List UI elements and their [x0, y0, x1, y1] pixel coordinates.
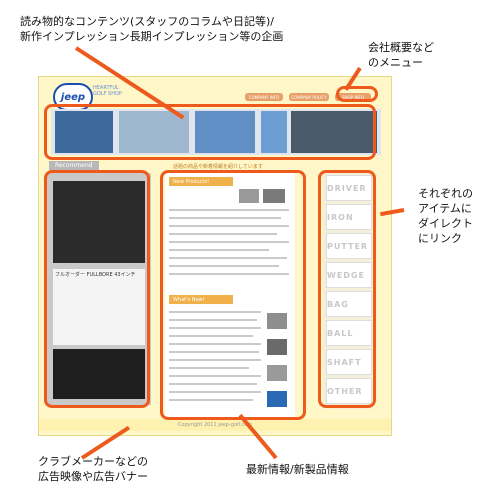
category-label: BAG — [327, 300, 349, 309]
product-thumb[interactable] — [267, 391, 287, 407]
category-label: IRON — [327, 213, 354, 222]
text-line — [169, 351, 259, 353]
text-line — [169, 311, 261, 313]
annotation-top-right: 会社概要など のメニュー — [368, 40, 478, 70]
banner-golfer-2[interactable] — [119, 111, 189, 153]
banner-course[interactable] — [195, 111, 255, 153]
product-thumb[interactable] — [239, 189, 259, 203]
category-label: DRIVER — [327, 184, 367, 193]
category-bag[interactable]: BAG — [326, 291, 372, 317]
banner-golfer-3[interactable] — [291, 111, 377, 153]
product-thumb[interactable] — [267, 339, 287, 355]
left-header: Recommend — [49, 161, 99, 170]
annotation-bottom-left: クラブメーカーなどの 広告映像や広告バナー — [38, 454, 218, 484]
menu-company-policy[interactable]: COMPANY POLICY — [289, 93, 329, 101]
annotation-line: のメニュー — [368, 56, 423, 69]
text-line — [169, 383, 257, 385]
text-line — [169, 343, 261, 345]
callout-menu — [336, 86, 378, 102]
new-products-header: New Products! — [169, 177, 233, 186]
center-header: 話題の商品や新着情報を紹介しています — [173, 164, 263, 170]
text-line — [169, 249, 269, 251]
text-line — [169, 241, 289, 243]
annotation-line: 新作インプレッション長期インプレッション等の企画 — [20, 30, 284, 43]
ad-promo-banner[interactable] — [53, 269, 145, 345]
text-line — [169, 273, 289, 275]
text-line — [169, 217, 281, 219]
ad-club-banner[interactable] — [53, 349, 145, 399]
product-thumb[interactable] — [267, 313, 287, 329]
annotation-top-left: 読み物的なコンテンツ(スタッフのコラムや日記等)/ 新作インプレッション長期イン… — [20, 14, 350, 44]
category-label: BALL — [327, 329, 354, 338]
menu-shop-info[interactable]: SHOP INFO — [335, 93, 371, 101]
banner-flag[interactable] — [261, 111, 287, 153]
annotation-bottom-center: 最新情報/新製品情報 — [246, 463, 349, 476]
category-shaft[interactable]: SHAFT — [326, 349, 372, 375]
category-iron[interactable]: IRON — [326, 204, 372, 230]
annotation-line: 会社概要など — [368, 41, 434, 54]
category-label: PUTTER — [327, 242, 369, 251]
logo-subtitle: HEARTFUL GOLF SHOP — [93, 85, 122, 97]
annotation-line: ダイレクト — [418, 217, 473, 230]
banner-golfer-1[interactable] — [55, 111, 113, 153]
text-line — [169, 327, 261, 329]
annotation-line: にリンク — [418, 232, 462, 245]
copyright-text: Copyright 2011 jeep-golf.com — [177, 422, 253, 428]
news-column: New Products! What's New! — [165, 173, 295, 417]
text-line — [169, 257, 287, 259]
category-driver[interactable]: DRIVER — [326, 175, 372, 201]
annotation-line: アイテムに — [418, 202, 472, 215]
text-line — [169, 391, 261, 393]
banner-row — [51, 109, 381, 155]
callout-banners — [44, 104, 376, 160]
text-line — [169, 399, 253, 401]
category-other[interactable]: OTHER — [326, 378, 372, 404]
category-putter[interactable]: PUTTER — [326, 233, 372, 259]
text-line — [169, 367, 249, 369]
text-line — [169, 359, 261, 361]
product-thumb[interactable] — [263, 189, 285, 203]
text-line — [169, 319, 257, 321]
annotation-line: 読み物的なコンテンツ(スタッフのコラムや日記等)/ — [20, 15, 274, 28]
category-ball[interactable]: BALL — [326, 320, 372, 346]
whats-new-header: What's New! — [169, 295, 233, 304]
text-line — [169, 225, 289, 227]
text-line — [169, 209, 289, 211]
site-footer: Copyright 2011 jeep-golf.com — [39, 419, 391, 431]
annotation-line: クラブメーカーなどの — [38, 455, 148, 468]
category-label: OTHER — [327, 387, 363, 396]
promo-text: フルオーダー FULLBORE 43インチ — [55, 272, 136, 278]
callout-news — [160, 170, 306, 420]
text-line — [169, 233, 277, 235]
menu-company-info[interactable]: COMPANY INFO — [245, 93, 283, 101]
category-label: WEDGE — [327, 271, 365, 280]
ad-video[interactable] — [53, 181, 145, 263]
annotation-right: それぞれの アイテムに ダイレクト にリンク — [418, 186, 498, 246]
text-line — [169, 265, 279, 267]
category-nav: DRIVER IRON PUTTER WEDGE BAG BALL SHAFT … — [323, 173, 373, 409]
text-line — [169, 375, 261, 377]
annotation-line: それぞれの — [418, 187, 473, 200]
callout-ad-column — [44, 170, 150, 408]
category-wedge[interactable]: WEDGE — [326, 262, 372, 288]
text-line — [169, 335, 253, 337]
ad-banner-column: フルオーダー FULLBORE 43インチ — [47, 173, 151, 405]
annotation-line: 広告映像や広告バナー — [38, 470, 148, 483]
callout-categories — [318, 170, 376, 408]
category-label: SHAFT — [327, 358, 362, 367]
product-thumb[interactable] — [267, 365, 287, 381]
